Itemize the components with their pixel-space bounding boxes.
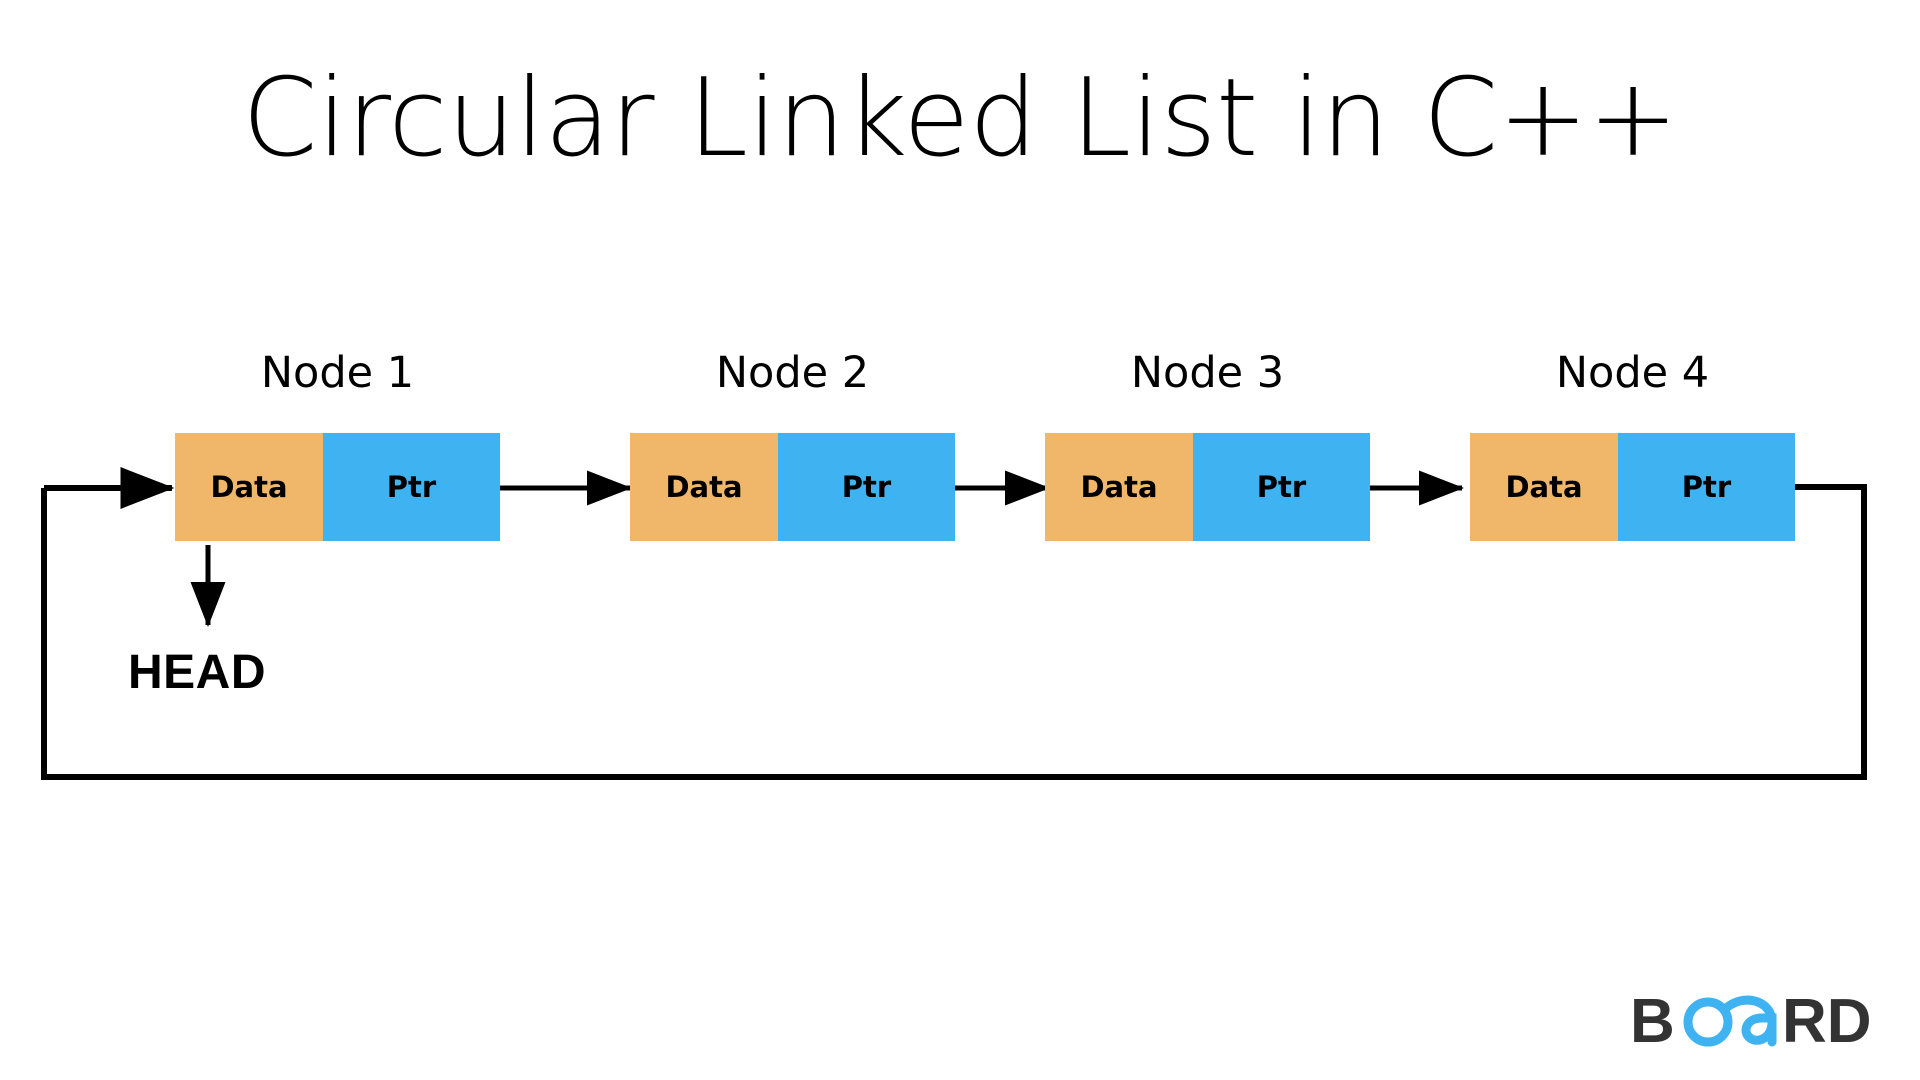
node-2-ptr-cell[interactable]: Ptr — [778, 433, 955, 541]
node-1-ptr-cell[interactable]: Ptr — [323, 433, 500, 541]
node-label-1: Node 1 — [260, 348, 415, 398]
node-3-data-cell[interactable]: Data — [1045, 433, 1193, 541]
node-label-4: Node 4 — [1555, 348, 1710, 398]
node-label-3: Node 3 — [1130, 348, 1285, 398]
node-4-ptr-cell[interactable]: Ptr — [1618, 433, 1795, 541]
svg-text:B: B — [1630, 987, 1675, 1056]
node-2[interactable]: Data Ptr — [630, 433, 955, 541]
page-title: Circular Linked List in C++ — [242, 56, 1678, 181]
head-label: HEAD — [128, 646, 267, 699]
node-1[interactable]: Data Ptr — [175, 433, 500, 541]
node-1-data-cell[interactable]: Data — [175, 433, 323, 541]
node-3[interactable]: Data Ptr — [1045, 433, 1370, 541]
circular-return-path — [41, 484, 1867, 780]
board-logo-icon: B RD — [1630, 987, 1872, 1056]
node-2-data-cell[interactable]: Data — [630, 433, 778, 541]
node-3-ptr-cell[interactable]: Ptr — [1193, 433, 1370, 541]
node-4-data-cell[interactable]: Data — [1470, 433, 1618, 541]
board-logo: B RD — [1630, 984, 1880, 1058]
svg-text:RD: RD — [1782, 987, 1872, 1056]
node-label-2: Node 2 — [715, 348, 870, 398]
node-4[interactable]: Data Ptr — [1470, 433, 1795, 541]
